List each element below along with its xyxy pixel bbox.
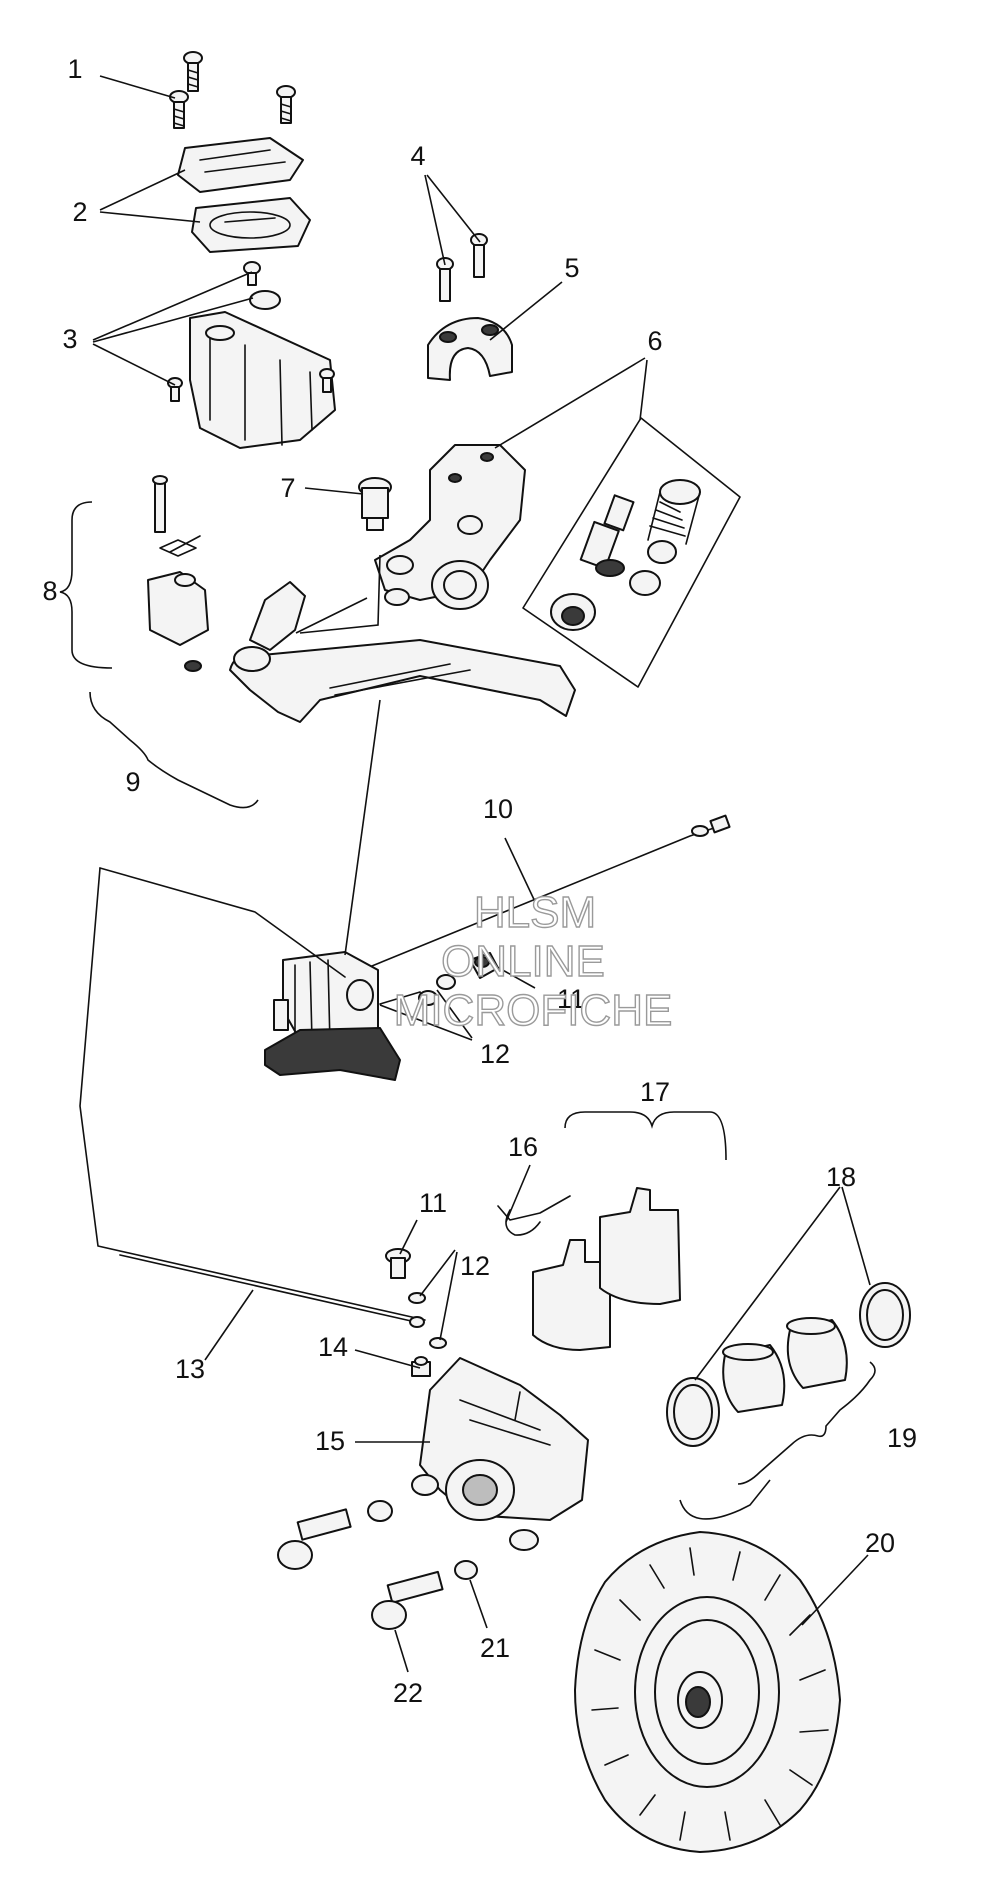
part-14-bleeder-valve [411,1356,431,1377]
watermark-line-3: MICROFICHE [394,986,673,1035]
callout-16: 16 [508,1132,538,1162]
watermark: HLSM ONLINE MICROFICHE [393,887,673,1035]
leader-lines [92,75,871,1673]
callout-7: 7 [280,473,295,503]
callout-numbers: 1 2 3 4 5 6 7 8 9 10 11 12 13 14 15 16 1… [42,54,917,1708]
callout-12-lower: 12 [460,1251,490,1281]
part-9-brake-lever [229,581,576,723]
callout-8: 8 [42,576,57,606]
callout-5: 5 [564,253,579,283]
part-11-banjo-bolt-lower [385,1248,411,1279]
callout-2: 2 [72,197,87,227]
part-2-reservoir-cover [177,137,311,253]
part-11-banjo-bolt-upper [469,952,499,979]
assembled-master-cylinder [264,951,401,1081]
bracket-9 [89,691,259,809]
part-10-brake-switch-wire [344,814,731,978]
callout-18: 18 [826,1162,856,1192]
part-21-washers [367,1500,478,1580]
callout-22: 22 [393,1678,423,1708]
callout-10: 10 [483,794,513,824]
part-4-clamp-bolts [436,233,488,302]
part-7-pivot-bolt [358,477,392,531]
callout-9: 9 [125,767,140,797]
part-5-handlebar-clamp [427,317,513,381]
part-3-master-cylinder-body [167,261,336,449]
part-12-washers-upper [379,974,456,1006]
callout-14: 14 [318,1332,348,1362]
callout-20: 20 [865,1528,895,1558]
callout-4: 4 [410,141,425,171]
callout-11-lower: 11 [419,1188,447,1218]
callout-17: 17 [640,1077,670,1107]
callout-19: 19 [887,1423,917,1453]
callout-6: 6 [647,326,662,356]
part-6-piston-kit [522,417,741,688]
part-22-caliper-bolts [277,1508,444,1630]
part-13-brake-line [79,867,426,1328]
callout-3: 3 [62,324,77,354]
callout-11-upper: 11 [557,984,585,1014]
part-17-brake-pads [532,1187,681,1351]
part-19-pistons [722,1317,848,1413]
bracket-8 [59,501,113,669]
callout-12-upper: 12 [480,1039,510,1069]
part-15-caliper [411,1357,589,1551]
watermark-line-2: ONLINE [441,937,605,986]
callout-13: 13 [175,1354,205,1384]
part-18-piston-seals [666,1282,911,1447]
callout-21: 21 [480,1633,510,1663]
part-6-master-cylinder-housing [374,444,526,610]
part-1-screws [169,51,296,129]
watermark-line-1: HLSM [474,888,596,937]
part-8-adjuster-assembly [147,475,209,672]
part-12-washers-lower [408,1292,447,1349]
part-20-brake-disc [574,1531,841,1853]
bracket-19 [679,1361,876,1520]
callout-15: 15 [315,1426,345,1456]
bracket-17 [564,1111,727,1161]
callout-1: 1 [67,54,82,84]
